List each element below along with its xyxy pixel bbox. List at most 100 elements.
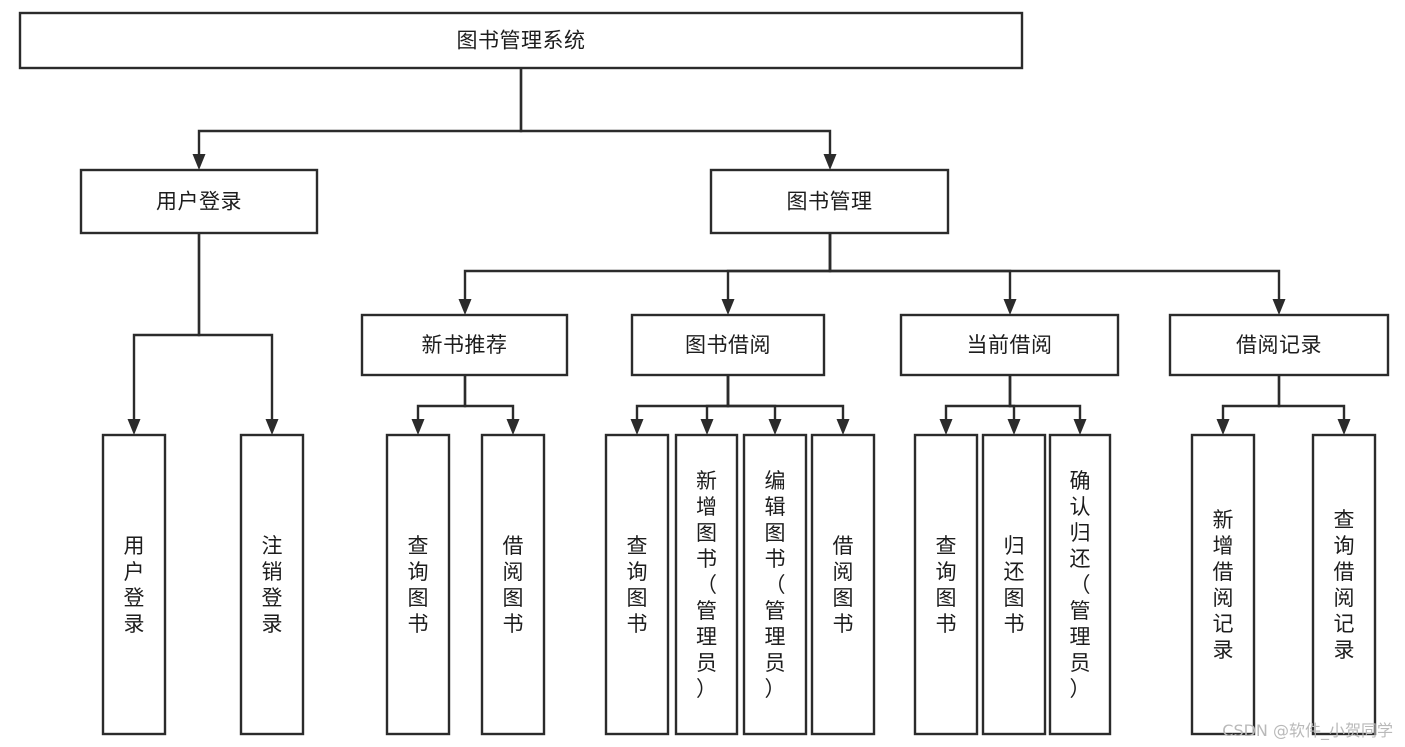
node-book-borrow[interactable]: 图书借阅 [630,313,826,377]
arrowhead-icon [411,419,425,435]
node-label: 当前借阅 [967,333,1053,357]
node-label: 借阅图书 [833,534,854,636]
edge-line [197,68,523,156]
node-box[interactable] [1311,433,1377,736]
arrowhead-icon [1272,299,1286,315]
node-label: 查询图书 [408,534,429,636]
node-label: 编辑图书（管理员） [765,469,786,701]
arrowhead-icon [721,299,735,315]
node-box[interactable] [18,11,1024,70]
edge-line [726,233,832,301]
node-box[interactable] [385,433,451,736]
arrowhead-icon [192,154,206,170]
arrowhead-icon [1007,419,1021,435]
node-label: 新增借阅记录 [1213,508,1234,662]
arrowhead-icon [458,299,472,315]
arrowhead-icon [768,419,782,435]
node-book-manage[interactable]: 图书管理 [709,168,950,235]
node-leaf-borrow-book-1[interactable]: 借阅图书 [480,433,546,736]
node-leaf-confirm-return[interactable]: 确认归还（管理员） [1048,433,1112,736]
node-label: 新书推荐 [422,333,508,357]
edge-new-book-rec-to-leaf-borrow-book-1 [463,375,520,435]
edge-line [726,375,845,421]
node-box[interactable] [604,433,670,736]
node-new-book-rec[interactable]: 新书推荐 [360,313,569,377]
node-leaf-query-book-3[interactable]: 查询图书 [913,433,979,736]
node-leaf-add-record[interactable]: 新增借阅记录 [1190,433,1256,736]
edge-line [705,375,730,421]
edge-line [726,375,777,421]
edge-line [132,233,201,421]
node-box[interactable] [981,433,1047,736]
edge-line [944,375,1012,421]
node-label: 确认归还（管理员） [1070,469,1091,701]
node-label: 图书管理 [787,190,873,214]
node-leaf-query-book-2[interactable]: 查询图书 [604,433,670,736]
node-box[interactable] [709,168,950,235]
node-leaf-query-record[interactable]: 查询借阅记录 [1311,433,1377,736]
arrowhead-icon [1003,299,1017,315]
edge-borrow-record-to-leaf-add-record [1216,375,1281,435]
node-current-borrow[interactable]: 当前借阅 [899,313,1120,377]
node-leaf-user-logout[interactable]: 注销登录 [239,433,305,736]
node-box[interactable] [810,433,876,736]
node-leaf-edit-book[interactable]: 编辑图书（管理员） [742,433,808,736]
arrowhead-icon [700,419,714,435]
node-root[interactable]: 图书管理系统 [18,11,1024,70]
edge-book-manage-to-borrow-record [828,233,1286,315]
edge-book-manage-to-book-borrow [721,233,832,315]
arrowhead-icon [1216,419,1230,435]
arrowhead-icon [127,419,141,435]
node-box[interactable] [899,313,1120,377]
node-box[interactable] [79,168,319,235]
arrowhead-icon [265,419,279,435]
edge-borrow-record-to-leaf-query-record [1277,375,1351,435]
node-label: 注销登录 [262,534,283,636]
node-label: 查询借阅记录 [1334,508,1355,662]
edge-new-book-rec-to-leaf-query-book-1 [411,375,467,435]
edge-book-manage-to-new-book-rec [458,233,832,315]
node-box[interactable] [1048,433,1112,736]
node-label: 图书管理系统 [457,29,586,53]
arrowhead-icon [823,154,837,170]
edge-current-borrow-to-leaf-query-book-3 [939,375,1012,435]
edge-user-login-to-leaf-user-logout [197,233,279,435]
node-box[interactable] [101,433,167,736]
node-leaf-add-book[interactable]: 新增图书（管理员） [674,433,739,736]
node-box[interactable] [630,313,826,377]
node-label: 用户登录 [124,534,145,636]
edge-line [1008,375,1082,421]
edge-line [463,233,832,301]
node-box[interactable] [1190,433,1256,736]
node-box[interactable] [913,433,979,736]
node-box[interactable] [360,313,569,377]
node-label: 新增图书（管理员） [696,469,717,701]
node-user-login[interactable]: 用户登录 [79,168,319,235]
edge-line [1221,375,1281,421]
node-label: 归还图书 [1004,534,1025,636]
node-leaf-query-book-1[interactable]: 查询图书 [385,433,451,736]
arrowhead-icon [939,419,953,435]
node-box[interactable] [480,433,546,736]
node-label: 图书借阅 [685,333,771,357]
node-box[interactable] [742,433,808,736]
edge-line [416,375,467,421]
edge-line [519,68,832,156]
edge-current-borrow-to-leaf-confirm-return [1008,375,1087,435]
node-leaf-user-login[interactable]: 用户登录 [101,433,167,736]
arrowhead-icon [630,419,644,435]
nodes-layer: 图书管理系统用户登录图书管理新书推荐图书借阅当前借阅借阅记录用户登录注销登录查询… [18,11,1390,736]
node-leaf-borrow-book-2[interactable]: 借阅图书 [810,433,876,736]
edge-user-login-to-leaf-user-login [127,233,201,435]
arrowhead-icon [1337,419,1351,435]
node-borrow-record[interactable]: 借阅记录 [1168,313,1390,377]
node-label: 借阅记录 [1236,333,1322,357]
edge-line [635,375,730,421]
node-box[interactable] [239,433,305,736]
node-box[interactable] [1168,313,1390,377]
node-label: 查询图书 [627,534,648,636]
node-leaf-return-book[interactable]: 归还图书 [981,433,1047,736]
edge-line [463,375,515,421]
node-box[interactable] [674,433,739,736]
